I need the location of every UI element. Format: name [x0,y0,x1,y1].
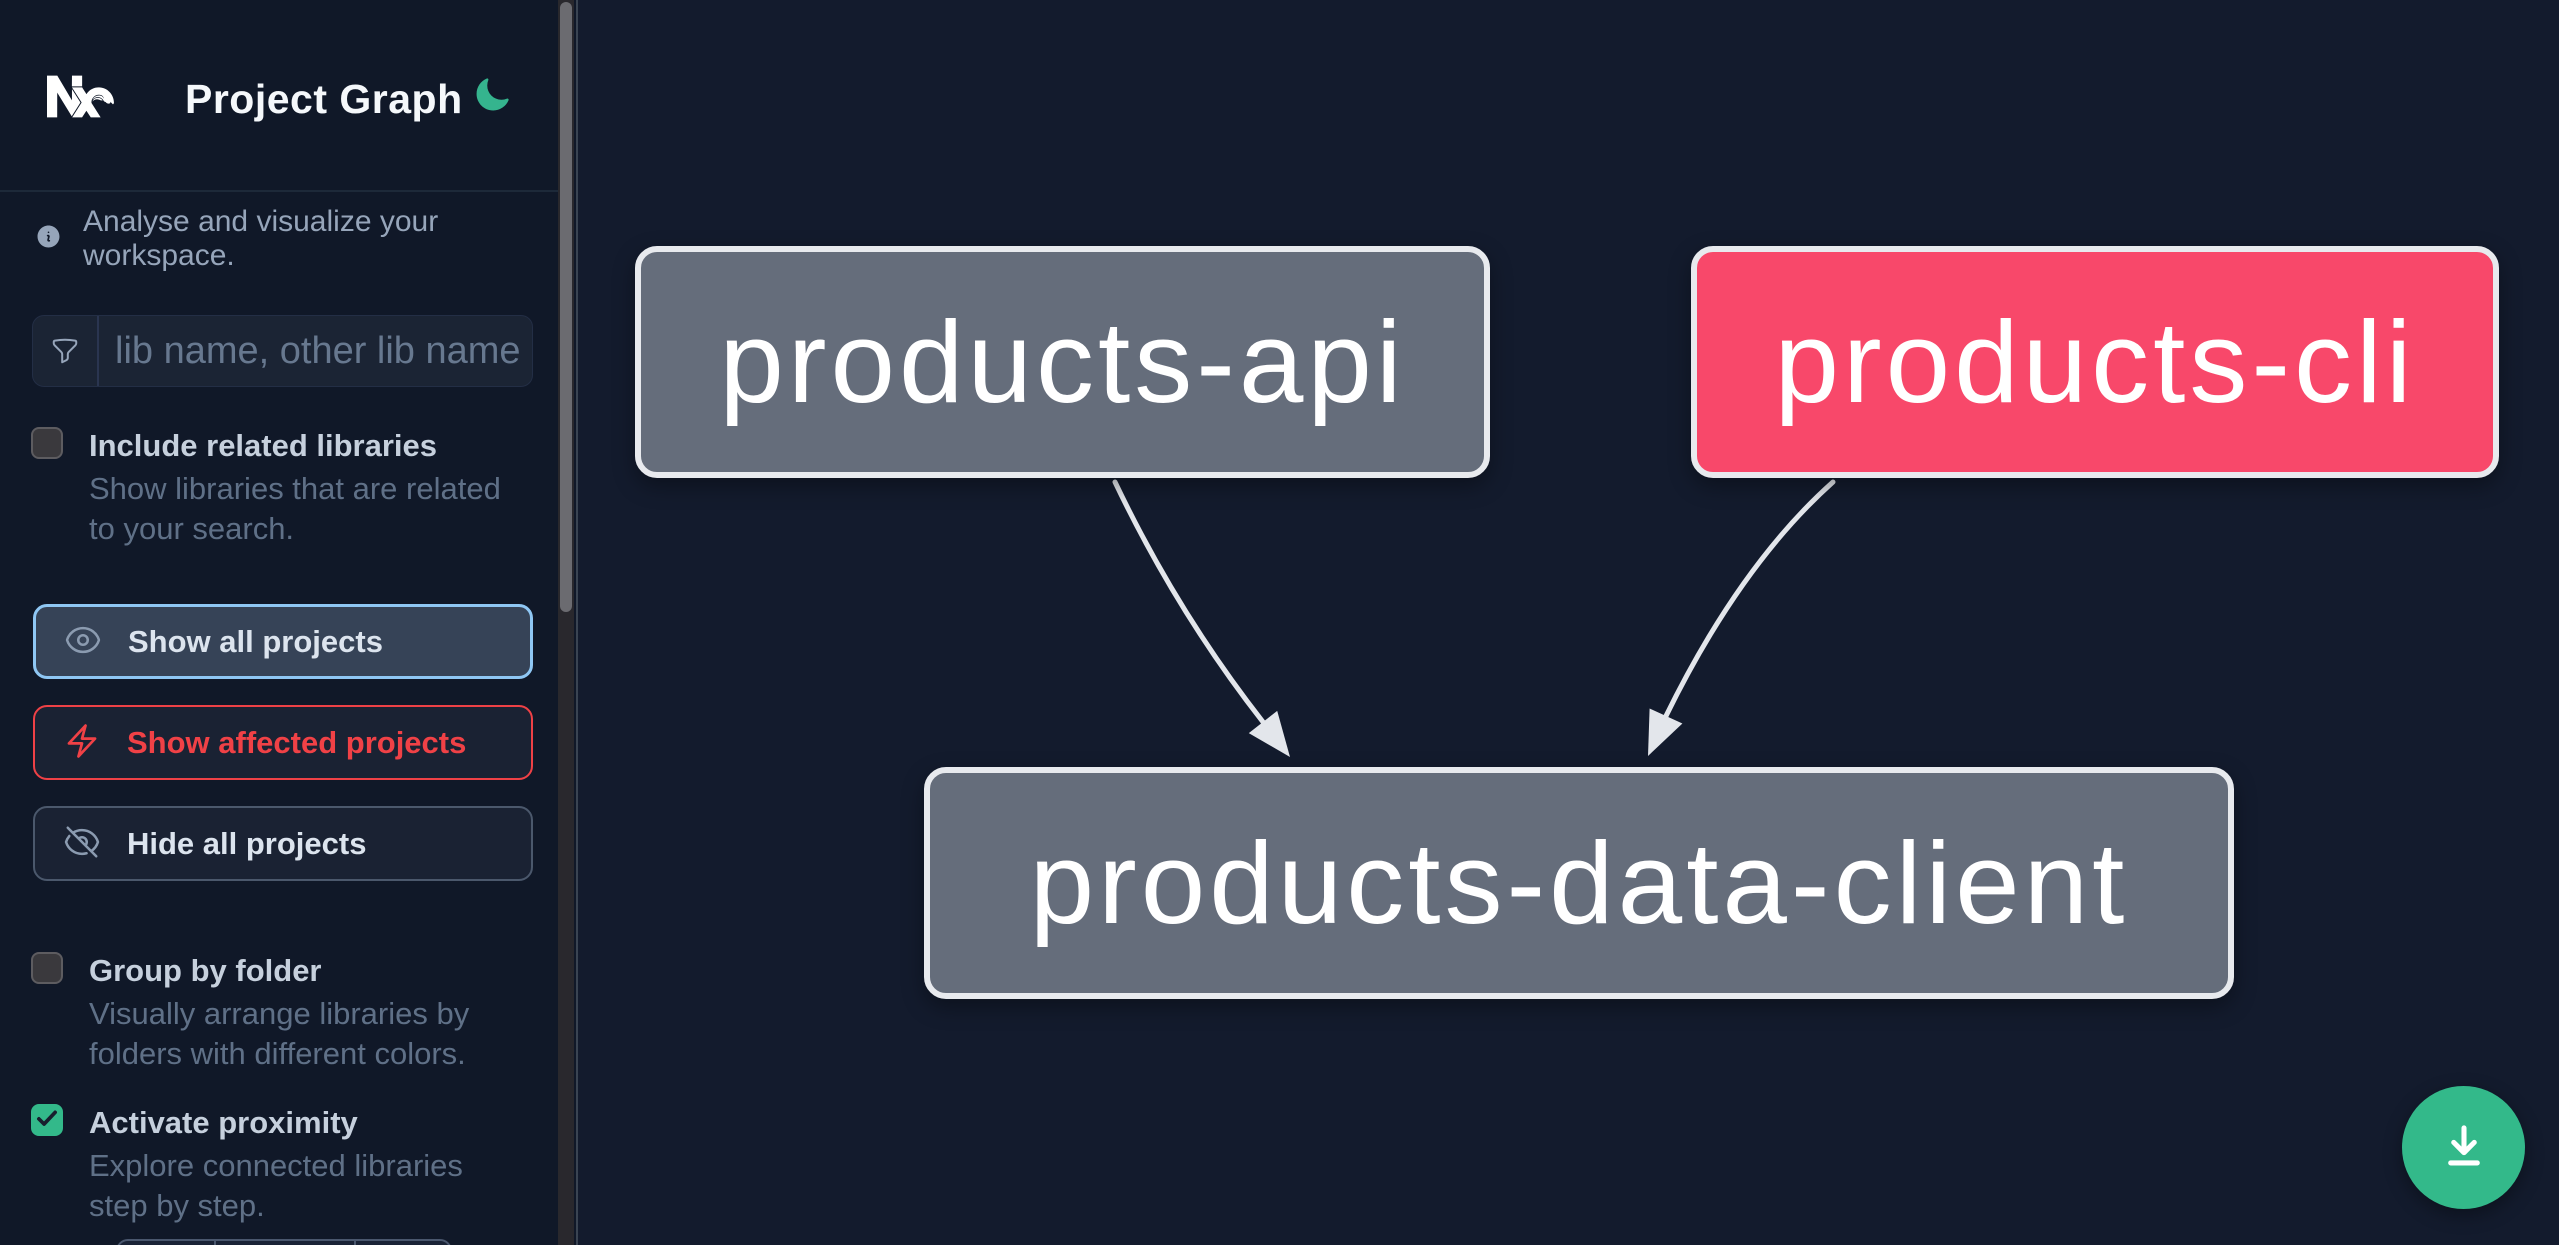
group-by-folder-checkbox[interactable] [31,952,63,984]
funnel-icon [33,316,99,386]
sidebar-scrollbar[interactable] [558,0,574,1245]
activate-proximity-label: Activate proximity [89,1105,358,1140]
group-by-folder-label: Group by folder [89,953,322,988]
include-related-description: Show libraries that are related to your … [89,471,501,546]
edge-products-cli-to-products-data-client [1648,479,1836,756]
search-box [32,315,533,387]
eye-slash-icon [63,823,101,864]
filter-activate-proximity: Activate proximity Explore connected lib… [31,1102,509,1226]
sidebar-header: Project Graph [0,0,560,192]
show-affected-projects-button[interactable]: Show affected projects [33,705,533,780]
filter-group-by-folder: Group by folder Visually arrange librari… [31,950,509,1074]
filter-include-related: Include related libraries Show libraries… [31,425,509,549]
proximity-decrement-button[interactable] [118,1241,214,1245]
graph-edges [1112,479,1836,757]
proximity-depth-value [214,1241,354,1245]
show-all-projects-label: Show all projects [128,623,383,659]
proximity-increment-button[interactable] [354,1241,450,1245]
include-related-checkbox[interactable] [31,427,63,459]
edge-products-api-to-products-data-client [1112,479,1290,757]
include-related-label: Include related libraries [89,428,438,463]
sidebar: Project Graph Analyse and visualize your… [0,0,578,1245]
info-icon [35,223,62,255]
moon-icon [473,77,511,117]
bolt-icon [63,722,101,763]
info-banner-text: Analyse and visualize your workspace. [83,205,439,272]
theme-toggle-button[interactable] [471,75,513,117]
show-affected-projects-label: Show affected projects [127,724,467,760]
hide-all-projects-label: Hide all projects [127,825,367,861]
page-title: Project Graph [185,76,463,122]
node-products-cli-label: products-cli [1774,297,2416,427]
activate-proximity-description: Explore connected libraries step by step… [89,1148,463,1223]
node-products-data-client[interactable]: products-data-client [924,767,2234,999]
group-by-folder-description: Visually arrange libraries by folders wi… [89,996,470,1071]
node-products-data-client-label: products-data-client [1029,818,2129,948]
nx-logo [31,63,130,130]
node-products-api-label: products-api [719,297,1406,427]
search-input[interactable] [99,316,532,386]
node-products-cli[interactable]: products-cli [1691,246,2499,478]
node-products-api[interactable]: products-api [635,246,1490,478]
check-icon [34,1105,60,1136]
sidebar-scrollbar-thumb[interactable] [560,2,572,612]
activate-proximity-checkbox[interactable] [31,1104,63,1136]
eye-icon [64,621,102,662]
download-icon [2435,1117,2493,1178]
graph-canvas: products-api products-cli products-data-… [580,0,2559,1245]
download-image-button[interactable] [2402,1086,2525,1209]
proximity-depth-control [116,1239,452,1245]
show-all-projects-button[interactable]: Show all projects [33,604,533,679]
hide-all-projects-button[interactable]: Hide all projects [33,806,533,881]
info-banner: Analyse and visualize your workspace. [35,205,576,273]
